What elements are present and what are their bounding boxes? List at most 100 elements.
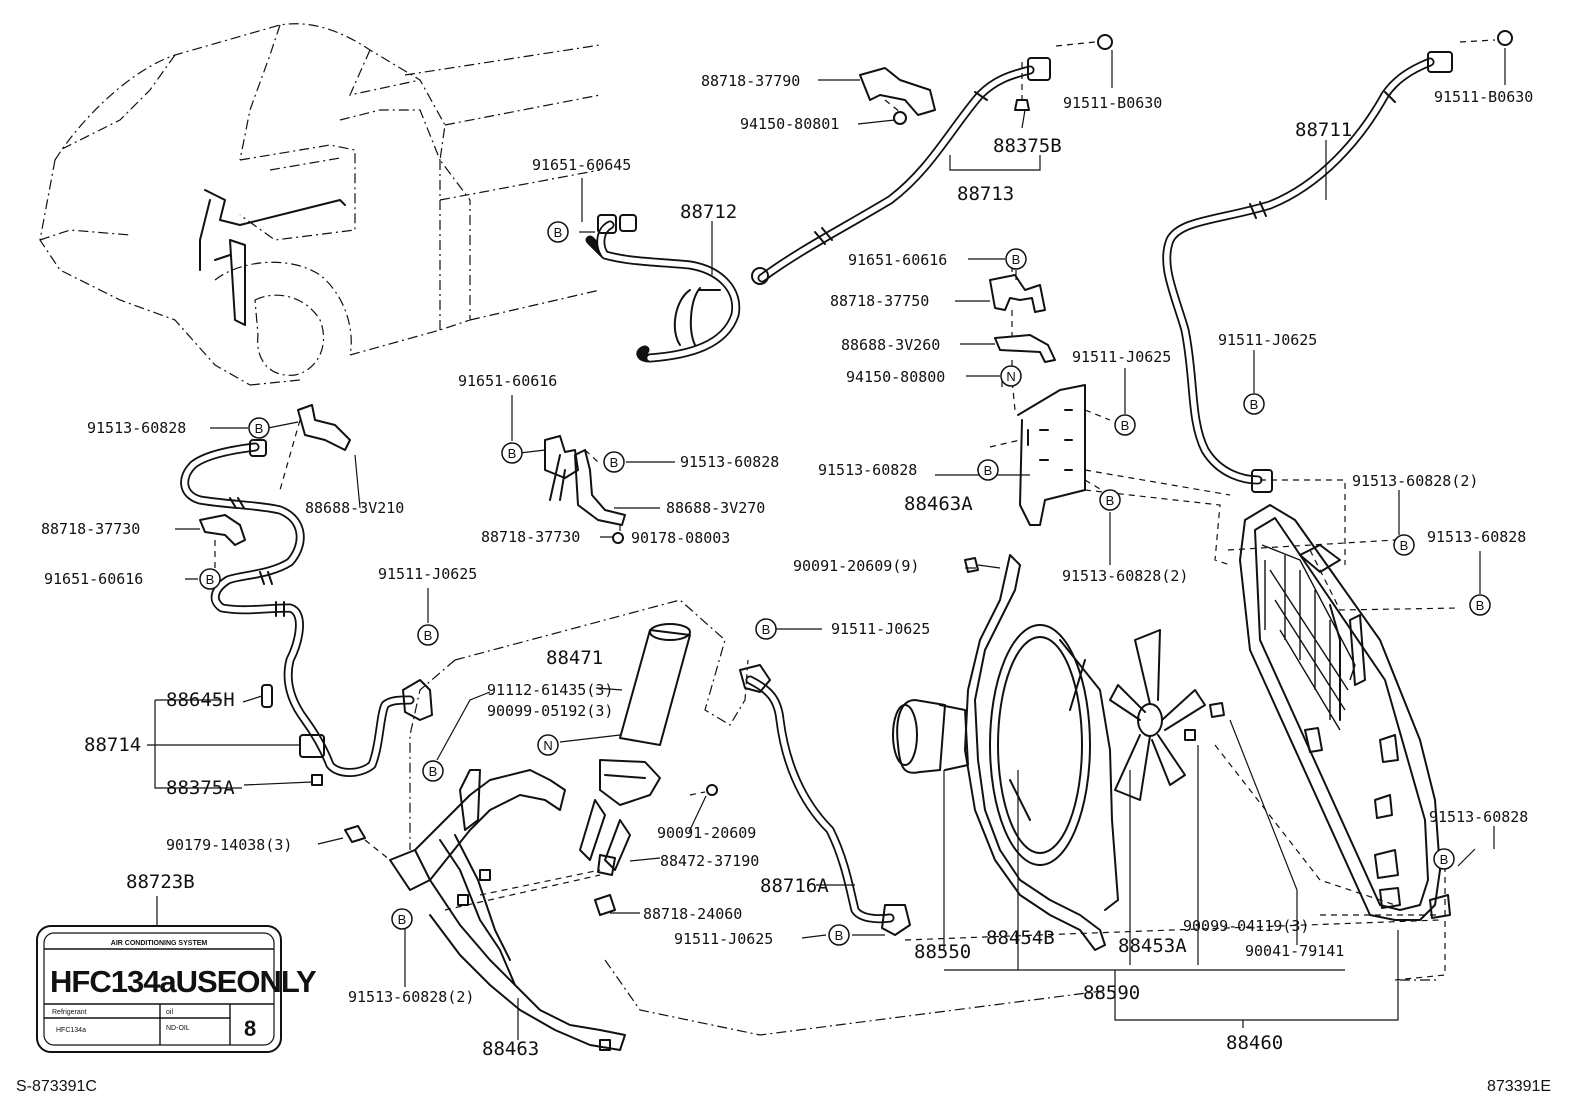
badge-b: B [1433,848,1455,870]
pipe-88714 [180,439,433,786]
badge-b: B [1469,594,1491,616]
hose-88713 [751,57,1051,285]
part-label: 88471 [546,647,603,669]
part-label: 94150-80801 [740,115,839,133]
part-label: 88375A [166,777,235,799]
part-label: 88713 [957,183,1014,205]
svg-text:B: B [1012,252,1021,267]
part-label: 91513-60828 [1429,808,1528,826]
bracket-88688-3v210 [279,404,351,491]
label-number: 8 [244,1016,256,1041]
part-label: 91511-B0630 [1434,88,1533,106]
receiver-dryer-88471 [409,599,749,916]
badge-b: B [501,442,523,464]
badge-b: B [422,760,444,782]
label-oil-value: ND-OIL [166,1025,190,1032]
part-label: 90179-14038(3) [166,836,292,854]
part-label: 91651-60616 [848,251,947,269]
bolt-91511-b0630-b [1459,30,1513,46]
part-label: 90091-20609(9) [793,557,919,575]
part-label: 91511-J0625 [831,620,930,638]
bracket-88463 [344,769,626,1051]
part-label: 91511-B0630 [1063,94,1162,112]
part-label: 91511-J0625 [1072,348,1171,366]
part-label: 91513-60828(2) [348,988,474,1006]
part-label: 88453A [1118,935,1187,957]
fan-shroud-88454b [964,554,1119,951]
svg-text:B: B [835,928,844,943]
badge-b: B [391,908,413,930]
svg-text:B: B [1400,538,1409,553]
bracket-88688-3v270 [544,435,626,544]
badge-b: B [1005,248,1027,270]
badge-b: B [603,451,625,473]
badge-b: B [199,568,221,590]
fan-motor-88550 [892,699,969,774]
badge-b: B [1243,393,1265,415]
label-oil-label: oil [166,1009,173,1016]
part-label: 88463A [904,493,973,515]
badge-b: B [755,618,777,640]
clamp-88718-37730-left [199,514,246,570]
part-label: 88718-37750 [830,292,929,310]
pipe-88716a [739,664,911,936]
part-label: 88550 [914,941,971,963]
svg-text:B: B [1440,852,1449,867]
ac-label-88723b: AIR CONDITIONING SYSTEM HFC134aUSEONLY R… [36,925,318,1053]
svg-text:B: B [424,628,433,643]
bracket-88463a [989,255,1231,566]
svg-text:B: B [429,764,438,779]
part-label: 90091-20609 [657,824,756,842]
part-label: 91651-60616 [44,570,143,588]
part-label: 90178-08003 [631,529,730,547]
part-label: 94150-80800 [846,368,945,386]
part-label: 90099-04119(3) [1183,917,1309,935]
part-label: 88718-37730 [481,528,580,546]
part-label: 88688-3V210 [305,499,404,517]
footer-left-ref: S-873391C [16,1078,97,1095]
part-label: 90041-79141 [1245,942,1344,960]
part-label: 88472-37190 [660,852,759,870]
leader-lines [147,48,1506,1040]
fan-88453a [1109,629,1206,801]
badge-b: B [1099,489,1121,511]
part-label: 88711 [1295,119,1352,141]
svg-text:B: B [554,225,563,240]
svg-text:B: B [1250,397,1259,412]
part-label: 91511-J0625 [378,565,477,583]
part-label: 91513-60828(2) [1062,567,1188,585]
svg-text:B: B [398,912,407,927]
part-label: 91513-60828 [680,453,779,471]
part-label: 91513-60828(2) [1352,472,1478,490]
badge-n: N [1000,365,1022,387]
part-label: 88460 [1226,1032,1283,1054]
part-label: 88688-3V270 [666,499,765,517]
part-label: 91513-60828 [87,419,186,437]
part-label: 88718-24060 [643,905,742,923]
badge-b: B [977,459,999,481]
badge-b: B [547,221,569,243]
svg-text:B: B [508,446,517,461]
vehicle-outline [39,23,601,386]
bolt-91511-b0630-a [1014,34,1113,111]
part-label: 90099-05192(3) [487,702,613,720]
hose-88711 [1162,51,1453,493]
badge-b: B [1393,534,1415,556]
part-label: 91511-J0625 [1218,331,1317,349]
svg-text:B: B [610,455,619,470]
label-main-text: HFC134aUSEONLY [50,964,317,999]
badge-n: N [537,734,559,756]
label-title: AIR CONDITIONING SYSTEM [111,940,208,947]
label-refrigerant-label: Refrigerant [52,1009,87,1016]
svg-text:N: N [543,738,552,753]
badge-b: B [828,924,850,946]
label-refrigerant-value: HFC134a [56,1027,86,1034]
badge-b: B [1114,414,1136,436]
badge-b: B [248,417,270,439]
part-label: 91513-60828 [818,461,917,479]
part-label: 88712 [680,201,737,223]
part-label: 91112-61435(3) [487,681,613,699]
part-label: 91651-60616 [458,372,557,390]
svg-text:B: B [206,572,215,587]
